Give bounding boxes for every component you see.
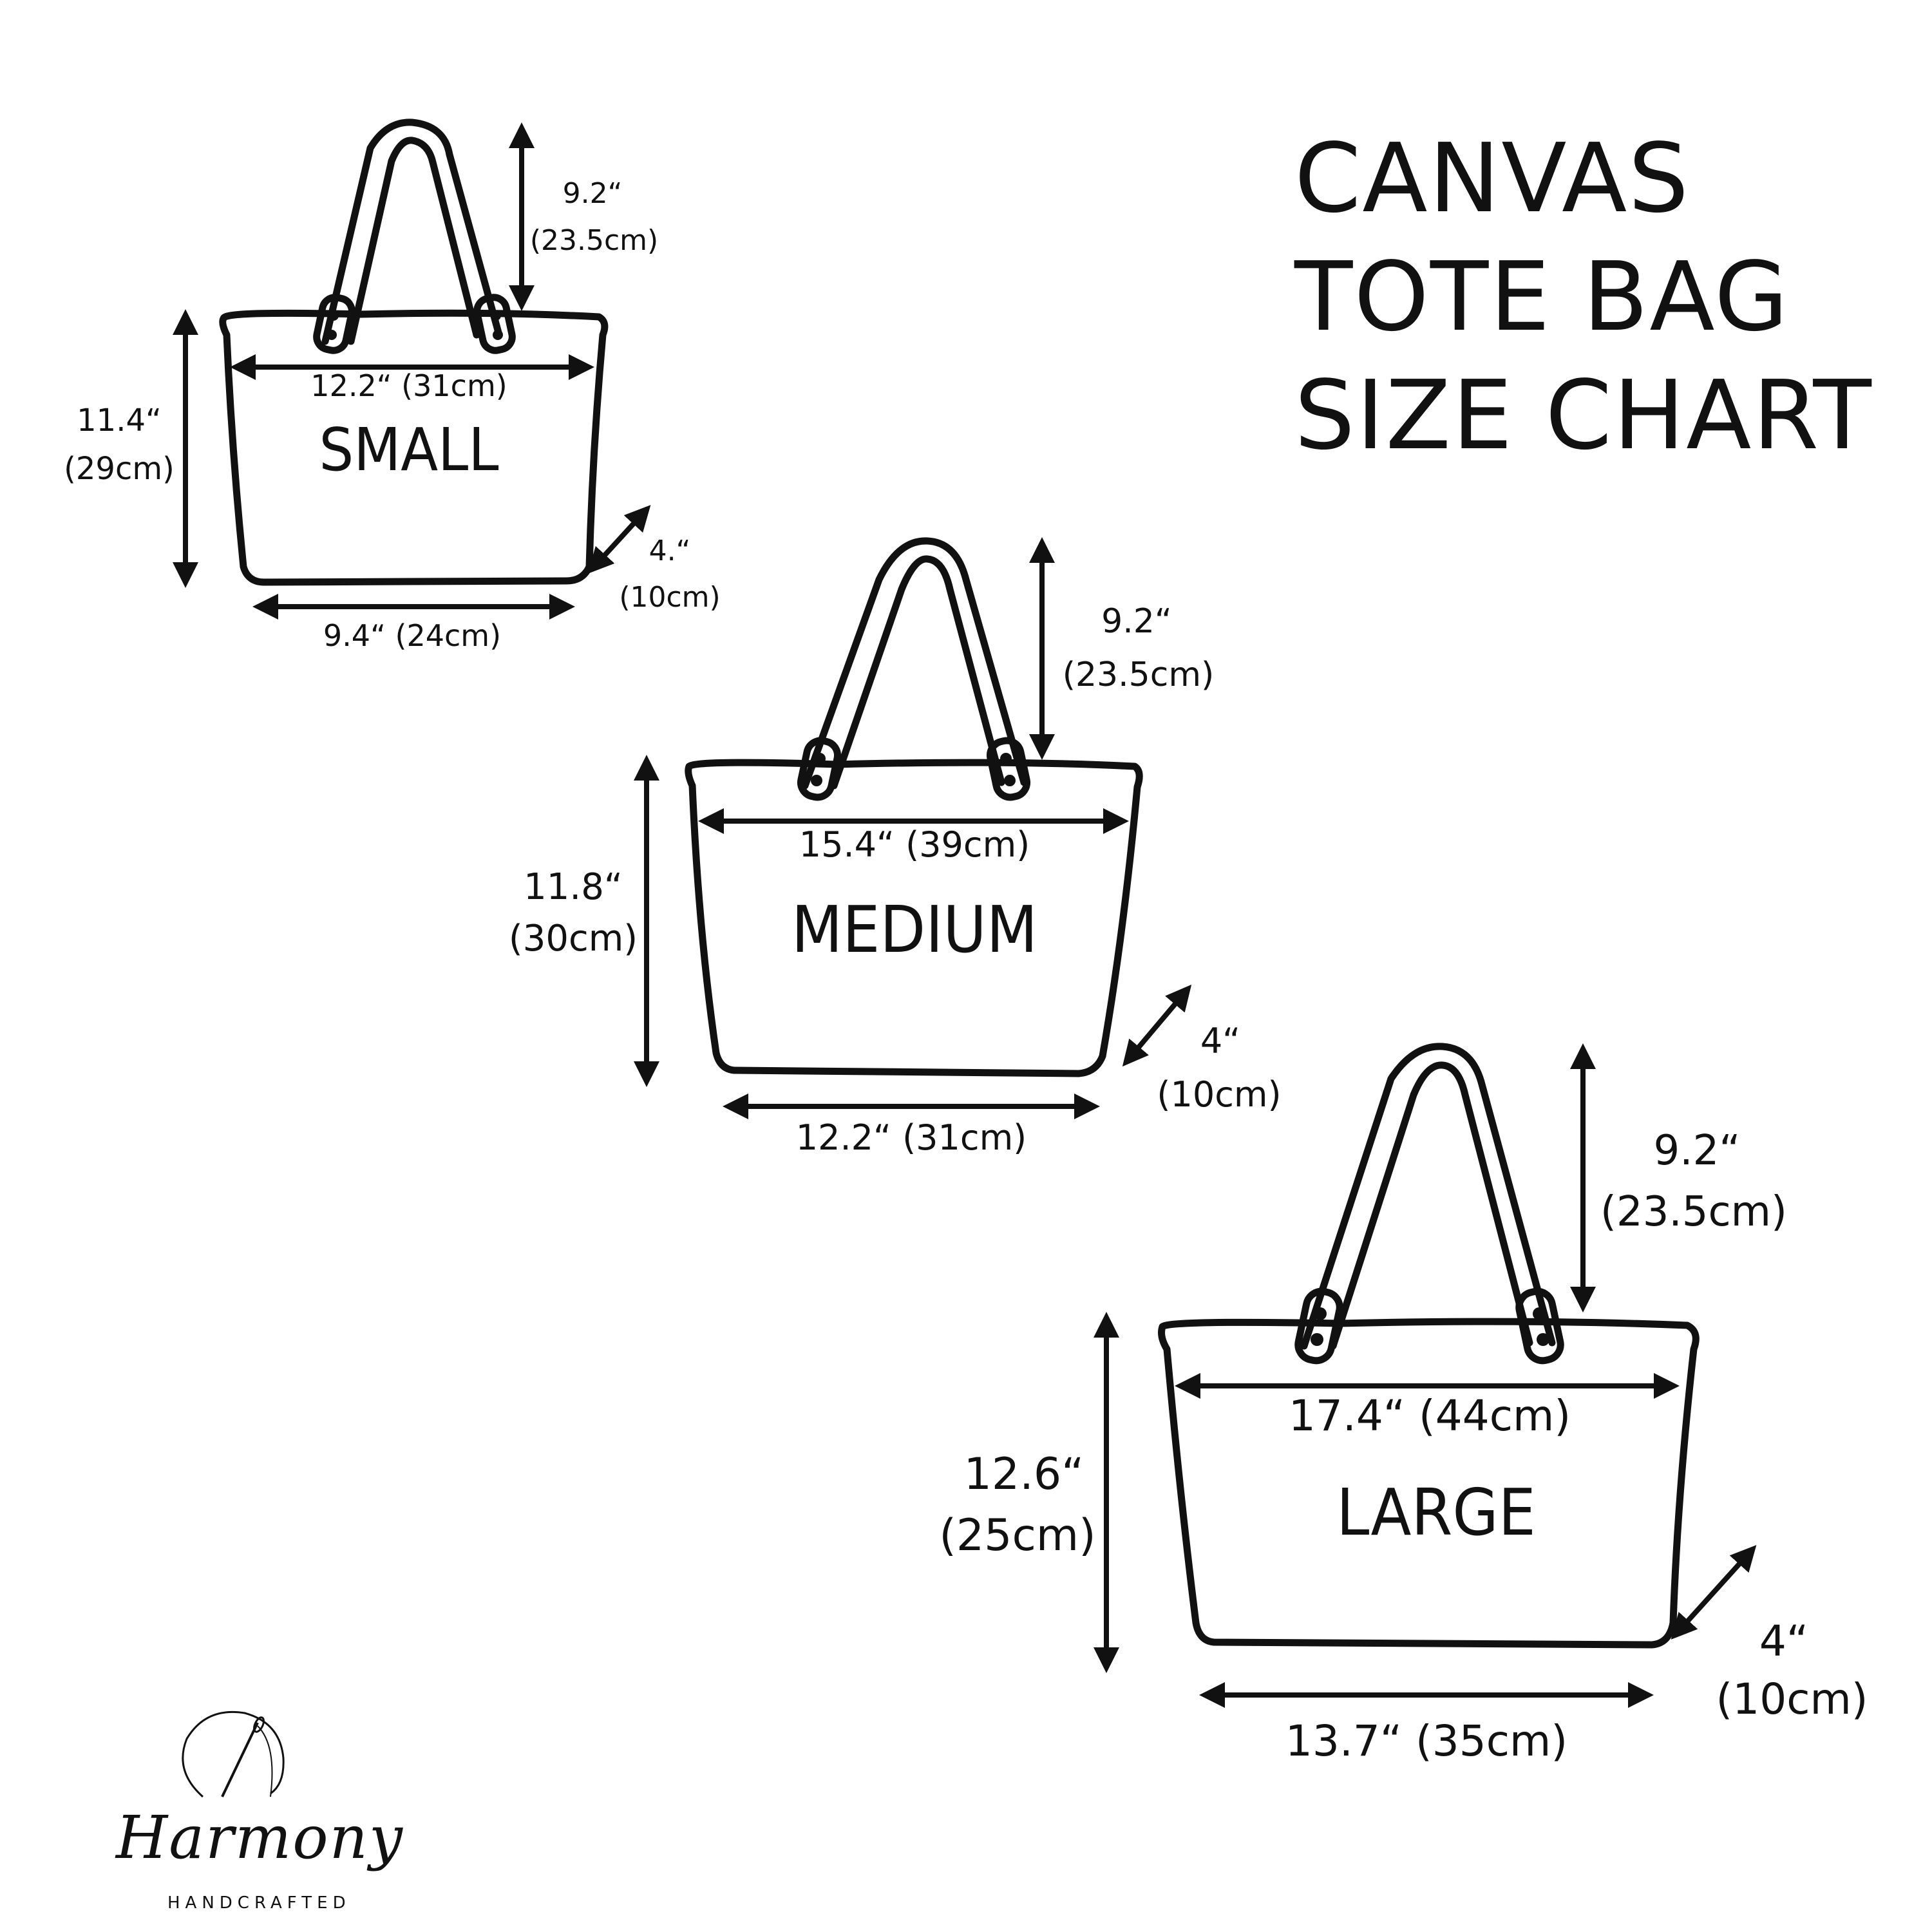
medium-height-in: 11.8“ [524, 866, 623, 908]
large-handle-in: 9.2“ [1653, 1127, 1741, 1175]
small-bottom-width: 9.4“ (24cm) [323, 618, 502, 653]
small-top-width: 12.2“ (31cm) [310, 368, 507, 403]
large-bag-handle-left-inner [1329, 1061, 1533, 1350]
harmony-logo: Harmony HANDCRAFTED [109, 1700, 402, 1926]
large-bag-strap-right [1515, 1287, 1564, 1365]
medium-bag [685, 537, 1143, 1077]
title-line-1: CANVAS [1294, 123, 1690, 234]
medium-bag-body [685, 759, 1143, 1077]
large-bag [1158, 1043, 1700, 1649]
title-line-3: SIZE CHART [1294, 360, 1873, 471]
small-handle-cm: (23.5cm) [529, 224, 659, 257]
medium-handle-in: 9.2“ [1101, 602, 1172, 641]
logo-script-text: Harmony [116, 1803, 404, 1872]
medium-bag-strap-left [797, 737, 842, 801]
large-bag-strap-left [1294, 1287, 1343, 1365]
chart-title: CANVAS TOTE BAG SIZE CHART [1294, 119, 1873, 475]
large-bag-body [1158, 1318, 1700, 1649]
small-bag-strap-left [313, 294, 355, 354]
medium-depth-in: 4“ [1200, 1021, 1241, 1061]
medium-handle-cm: (23.5cm) [1062, 656, 1215, 694]
small-height-cm: (29cm) [64, 451, 175, 487]
large-depth-cm: (10cm) [1716, 1674, 1868, 1724]
small-depth-cm: (10cm) [619, 581, 721, 614]
medium-depth-arrow [1122, 984, 1192, 1067]
small-bag [219, 118, 609, 586]
needle-thread-icon [182, 1710, 285, 1798]
medium-bag-handle-left [801, 537, 1028, 790]
title-line-2: TOTE BAG [1294, 242, 1790, 352]
small-handle-in: 9.2“ [562, 177, 623, 210]
large-depth-in: 4“ [1759, 1616, 1809, 1666]
large-depth-arrow [1671, 1545, 1757, 1640]
small-height-in: 11.4“ [77, 402, 162, 439]
medium-bag-handle-left-inner [830, 555, 1005, 790]
large-bag-name: LARGE [1336, 1475, 1536, 1550]
small-bag-body [219, 309, 609, 586]
small-bag-handle-left-inner [347, 137, 480, 345]
large-bag-handle-left [1300, 1043, 1556, 1350]
logo-subtitle: HANDCRAFTED [167, 1893, 351, 1913]
small-bag-handle-left [321, 118, 503, 345]
medium-depth-cm: (10cm) [1157, 1074, 1282, 1115]
large-bottom-width: 13.7“ (35cm) [1285, 1716, 1568, 1766]
medium-bottom-width: 12.2“ (31cm) [795, 1117, 1027, 1158]
large-handle-cm: (23.5cm) [1600, 1188, 1787, 1236]
large-height-in: 12.6“ [963, 1449, 1084, 1500]
small-depth-arrow [587, 505, 651, 574]
large-top-width: 17.4“ (44cm) [1288, 1391, 1571, 1441]
medium-height-cm: (30cm) [508, 918, 638, 960]
small-bag-name: SMALL [319, 415, 499, 484]
large-height-cm: (25cm) [939, 1510, 1096, 1561]
small-depth-in: 4.“ [649, 535, 691, 567]
medium-bag-strap-right [986, 737, 1031, 801]
small-bag-strap-right [473, 294, 516, 354]
medium-top-width: 15.4“ (39cm) [799, 824, 1030, 865]
medium-bag-name: MEDIUM [791, 892, 1038, 967]
